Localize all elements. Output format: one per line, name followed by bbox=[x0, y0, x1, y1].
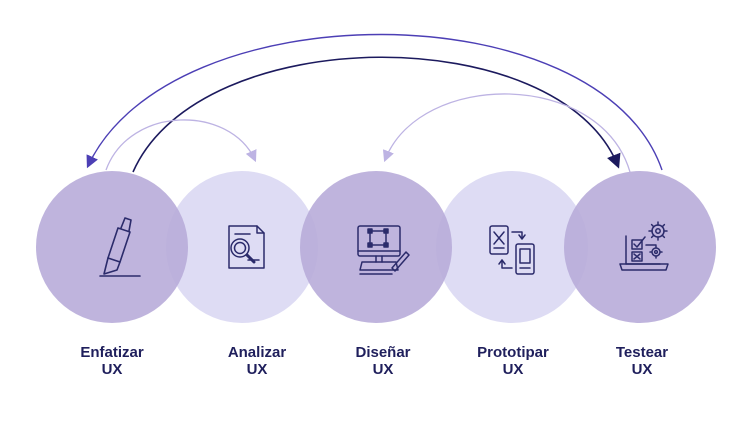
step-label-disenar: Diseñar UX bbox=[318, 344, 448, 378]
step-label-line1: Enfatizar bbox=[80, 344, 144, 361]
step-label-line1: Prototipar bbox=[477, 344, 549, 361]
step-label-analizar: Analizar UX bbox=[192, 344, 322, 378]
step-label-line2: UX bbox=[101, 361, 123, 378]
design-monitor-icon bbox=[357, 225, 410, 275]
prototype-screens-icon bbox=[489, 225, 535, 275]
step-circle-prototipar bbox=[436, 171, 588, 323]
arrow-testear-to-enfatizar bbox=[86, 33, 663, 171]
step-label-line2: UX bbox=[372, 361, 394, 378]
step-label-prototipar: Prototipar UX bbox=[448, 344, 578, 378]
step-label-line2: UX bbox=[631, 361, 653, 378]
step-label-line1: Diseñar bbox=[355, 344, 411, 361]
step-circle-analizar bbox=[166, 171, 318, 323]
step-circle-disenar bbox=[300, 171, 452, 323]
step-label-line1: Analizar bbox=[227, 344, 287, 361]
step-label-enfatizar: Enfatizar UX bbox=[47, 344, 177, 378]
step-label-line2: UX bbox=[502, 361, 524, 378]
step-circle-testear bbox=[564, 171, 716, 323]
arrow-testear-to-disenar bbox=[382, 93, 631, 173]
arrow-enfatizar-to-testear bbox=[132, 56, 621, 173]
step-label-line1: Testear bbox=[615, 344, 669, 361]
step-label-line2: UX bbox=[246, 361, 268, 378]
highlighter-icon bbox=[99, 217, 141, 277]
arrow-enfatizar-to-analizar bbox=[105, 119, 257, 171]
step-label-testear: Testear UX bbox=[577, 344, 707, 378]
testing-laptop-icon bbox=[619, 221, 669, 271]
document-search-icon bbox=[228, 225, 265, 269]
